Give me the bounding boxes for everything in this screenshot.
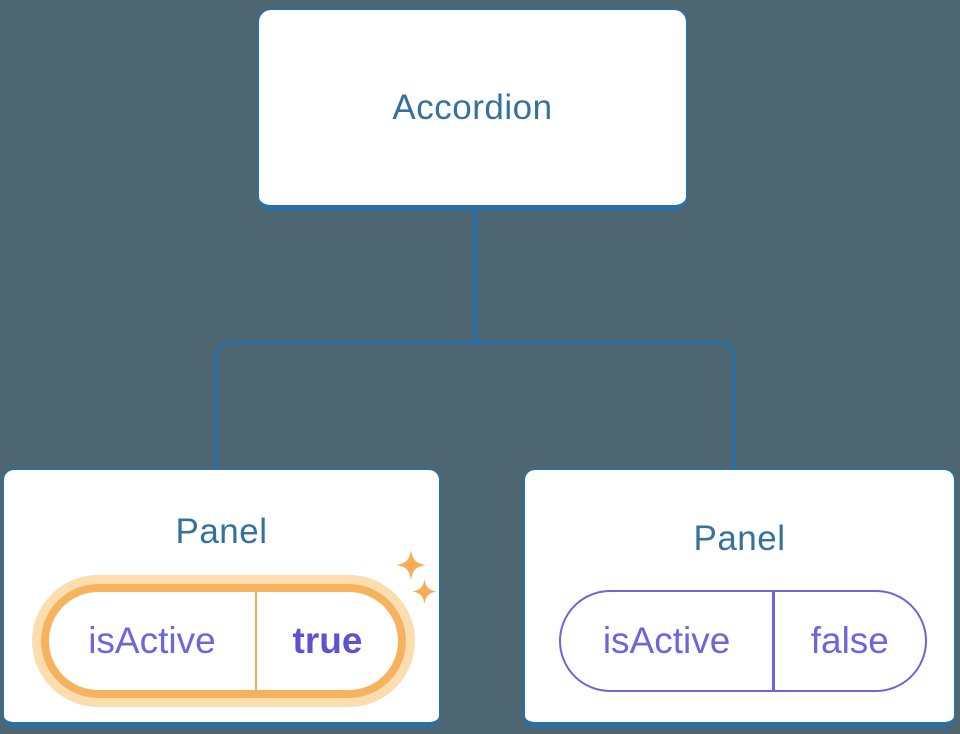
pill-divider [772,592,775,690]
state-pill-active: isActive true [32,575,415,707]
state-prop-label: isActive [602,620,731,661]
state-prop-label: isActive [88,620,216,661]
pill-divider [254,592,257,690]
state-value-label: true [292,620,363,661]
connector-bracket [214,341,736,470]
sparkle-icon [412,579,437,604]
connector-stem [473,210,478,343]
state-pill-active-inner: isActive true [41,584,406,698]
panel-title: Panel [693,519,786,558]
panel-node-inactive: Panel isActive false [523,468,956,728]
state-pill-inactive: isActive false [559,590,927,692]
state-value-label: false [810,620,889,661]
panel-title: Panel [175,512,268,551]
accordion-node-label: Accordion [392,87,553,127]
sparkle-icon [396,550,426,580]
accordion-node: Accordion [257,8,688,211]
panel-node-active: Panel isActive true [2,468,441,728]
